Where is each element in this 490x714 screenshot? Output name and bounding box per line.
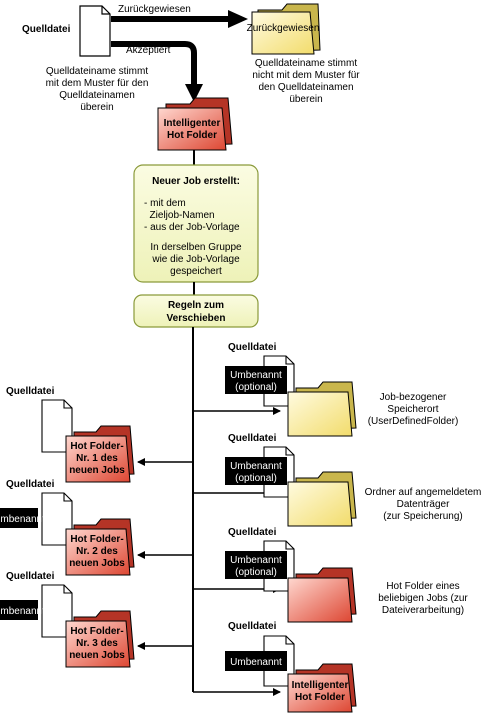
rejected-label: Zurückgewiesen [118, 4, 191, 15]
source-document-icon [79, 5, 111, 57]
left-branch-3: Quelldatei Umbenannt Hot Folder- Nr. 3 d… [0, 571, 135, 668]
right-branch-3-source-label: Quelldatei [228, 527, 277, 538]
left-branch-2-rename-box [0, 508, 38, 528]
left-branch-2-rename-label: Umbenannt [0, 514, 45, 525]
rejected-note-line-3: den Quelldateinamen [258, 82, 353, 93]
accepted-note-line-2: mit dem Muster für den [46, 78, 149, 89]
source-file-label: Quelldatei [22, 24, 71, 35]
left-branch-2-document-icon [41, 492, 73, 546]
left-branch-3-rename-label: Umbenannt [0, 606, 45, 617]
left-branch-1-source-label: Quelldatei [6, 386, 55, 397]
right-branch-4-folder-label-1: Intelligenter [292, 680, 349, 691]
left-branch-1-document-icon [41, 399, 73, 453]
left-branch-1-folder-label-3: neuen Jobs [69, 465, 125, 476]
left-branch-3-source-label: Quelldatei [6, 571, 55, 582]
rejected-folder-label: Zurückgewiesen [247, 23, 320, 34]
left-branch-2-folder-label-2: Nr. 2 des [76, 546, 118, 557]
left-branch-1: Quelldatei Hot Folder- Nr. 1 des neuen J… [6, 386, 135, 483]
right-branch-1-desc-3: (UserDefinedFolder) [368, 416, 459, 427]
accepted-note-line-3: Quelldateinamen [59, 90, 135, 101]
right-branch-2-desc-1: Ordner auf angemeldetem [365, 487, 482, 498]
rejected-note-line-1: Quelldateiname stimmt [255, 58, 357, 69]
accepted-note-line-4: überein [80, 102, 113, 113]
right-branch-2-folder-icon [287, 471, 357, 527]
new-job-footer-1: In derselben Gruppe [150, 242, 242, 253]
left-branch-2-folder-label-3: neuen Jobs [69, 558, 125, 569]
right-branch-3-desc-3: Dateiverarbeitung) [382, 605, 464, 616]
new-job-title: Neuer Job erstellt: [152, 176, 240, 187]
right-branch-2-rename-box [225, 457, 287, 485]
rejected-folder-icon [251, 3, 321, 55]
accepted-label: Akzeptiert [126, 45, 171, 56]
left-branch-3-folder-label-3: neuen Jobs [69, 650, 125, 661]
right-branch-2-desc-2: Datenträger [397, 499, 450, 510]
rules-line-2: Verschieben [167, 313, 226, 324]
new-job-footer-3: gespeichert [170, 266, 222, 277]
right-branch-1: Quelldatei Umbenannt (optional) Job-bezo… [225, 342, 459, 437]
right-branch-2-rename-label-1: Umbenannt [230, 461, 282, 472]
left-branch-2-source-label: Quelldatei [6, 479, 55, 490]
left-branch-2-folder-label-1: Hot Folder- [70, 534, 123, 545]
new-job-footer-2: wie die Job-Vorlage [151, 254, 240, 265]
smart-hot-folder-label-1: Intelligenter [164, 118, 221, 129]
right-branch-3-rename-label-2: (optional) [235, 567, 277, 578]
right-branch-3-folder-icon [287, 567, 357, 623]
left-branch-3-document-icon [41, 584, 73, 638]
left-branch-1-folder-label-1: Hot Folder- [70, 441, 123, 452]
left-branch-2-folder-icon [65, 518, 135, 576]
left-branch-1-folder-label-2: Nr. 1 des [76, 453, 118, 464]
left-branch-1-folder-icon [65, 425, 135, 483]
left-branch-3-folder-icon [65, 610, 135, 668]
right-branch-2-source-label: Quelldatei [228, 433, 277, 444]
right-branch-4: Quelldatei Umbenannt Intelligenter Hot F… [225, 621, 357, 713]
left-branch-3-rename-box [0, 600, 38, 620]
right-branch-1-desc-1: Job-bezogener [380, 392, 447, 403]
accepted-arrow [111, 41, 203, 102]
right-branch-1-source-label: Quelldatei [228, 342, 277, 353]
new-job-bullet-1: - mit dem [144, 198, 186, 209]
right-branch-3-desc-1: Hot Folder eines [386, 581, 459, 592]
right-branch-2-rename-label-2: (optional) [235, 473, 277, 484]
right-branch-3: Quelldatei Umbenannt (optional) Hot Fold… [225, 527, 468, 623]
right-branch-4-rename-label: Umbenannt [230, 657, 282, 668]
right-branch-1-rename-box [225, 366, 287, 394]
accepted-note: Quelldateiname stimmt mit dem Muster für… [46, 66, 149, 113]
right-branch-2: Quelldatei Umbenannt (optional) Ordner a… [225, 433, 482, 527]
new-job-box [133, 164, 259, 283]
right-branch-1-rename-label-2: (optional) [235, 382, 277, 393]
rules-box [133, 294, 259, 328]
rules-line-1: Regeln zum [168, 300, 224, 311]
left-branch-3-folder-label-1: Hot Folder- [70, 626, 123, 637]
right-branch-4-folder-icon [287, 663, 357, 713]
right-branch-3-rename-box [225, 551, 287, 579]
right-branch-1-rename-label-1: Umbenannt [230, 370, 282, 381]
left-branch-2: Quelldatei Umbenannt Hot Folder- Nr. 2 d… [0, 479, 135, 576]
right-branch-4-rename-box [225, 651, 287, 671]
left-branch-3-folder-label-2: Nr. 3 des [76, 638, 118, 649]
accepted-note-line-1: Quelldateiname stimmt [46, 66, 148, 77]
new-job-bullet-2: Zieljob-Namen [144, 210, 215, 221]
right-branch-3-rename-label-1: Umbenannt [230, 555, 282, 566]
smart-hot-folder-label-2: Hot Folder [167, 130, 217, 141]
rejected-note-line-2: nicht mit dem Muster für [252, 70, 360, 81]
rejected-note-line-4: überein [289, 94, 322, 105]
new-job-bullet-3: - aus der Job-Vorlage [144, 222, 240, 233]
right-branch-2-desc-3: (zur Speicherung) [383, 511, 462, 522]
right-branch-1-folder-icon [287, 381, 357, 437]
rejected-arrow [111, 10, 248, 28]
right-branch-4-folder-label-2: Hot Folder [295, 692, 345, 703]
right-branch-1-desc-2: Speicherort [387, 404, 438, 415]
right-branch-3-desc-2: beliebigen Jobs (zur [378, 593, 468, 604]
right-branch-4-source-label: Quelldatei [228, 621, 277, 632]
rejected-note: Quelldateiname stimmt nicht mit dem Must… [252, 58, 360, 105]
smart-hot-folder-icon [157, 97, 233, 151]
